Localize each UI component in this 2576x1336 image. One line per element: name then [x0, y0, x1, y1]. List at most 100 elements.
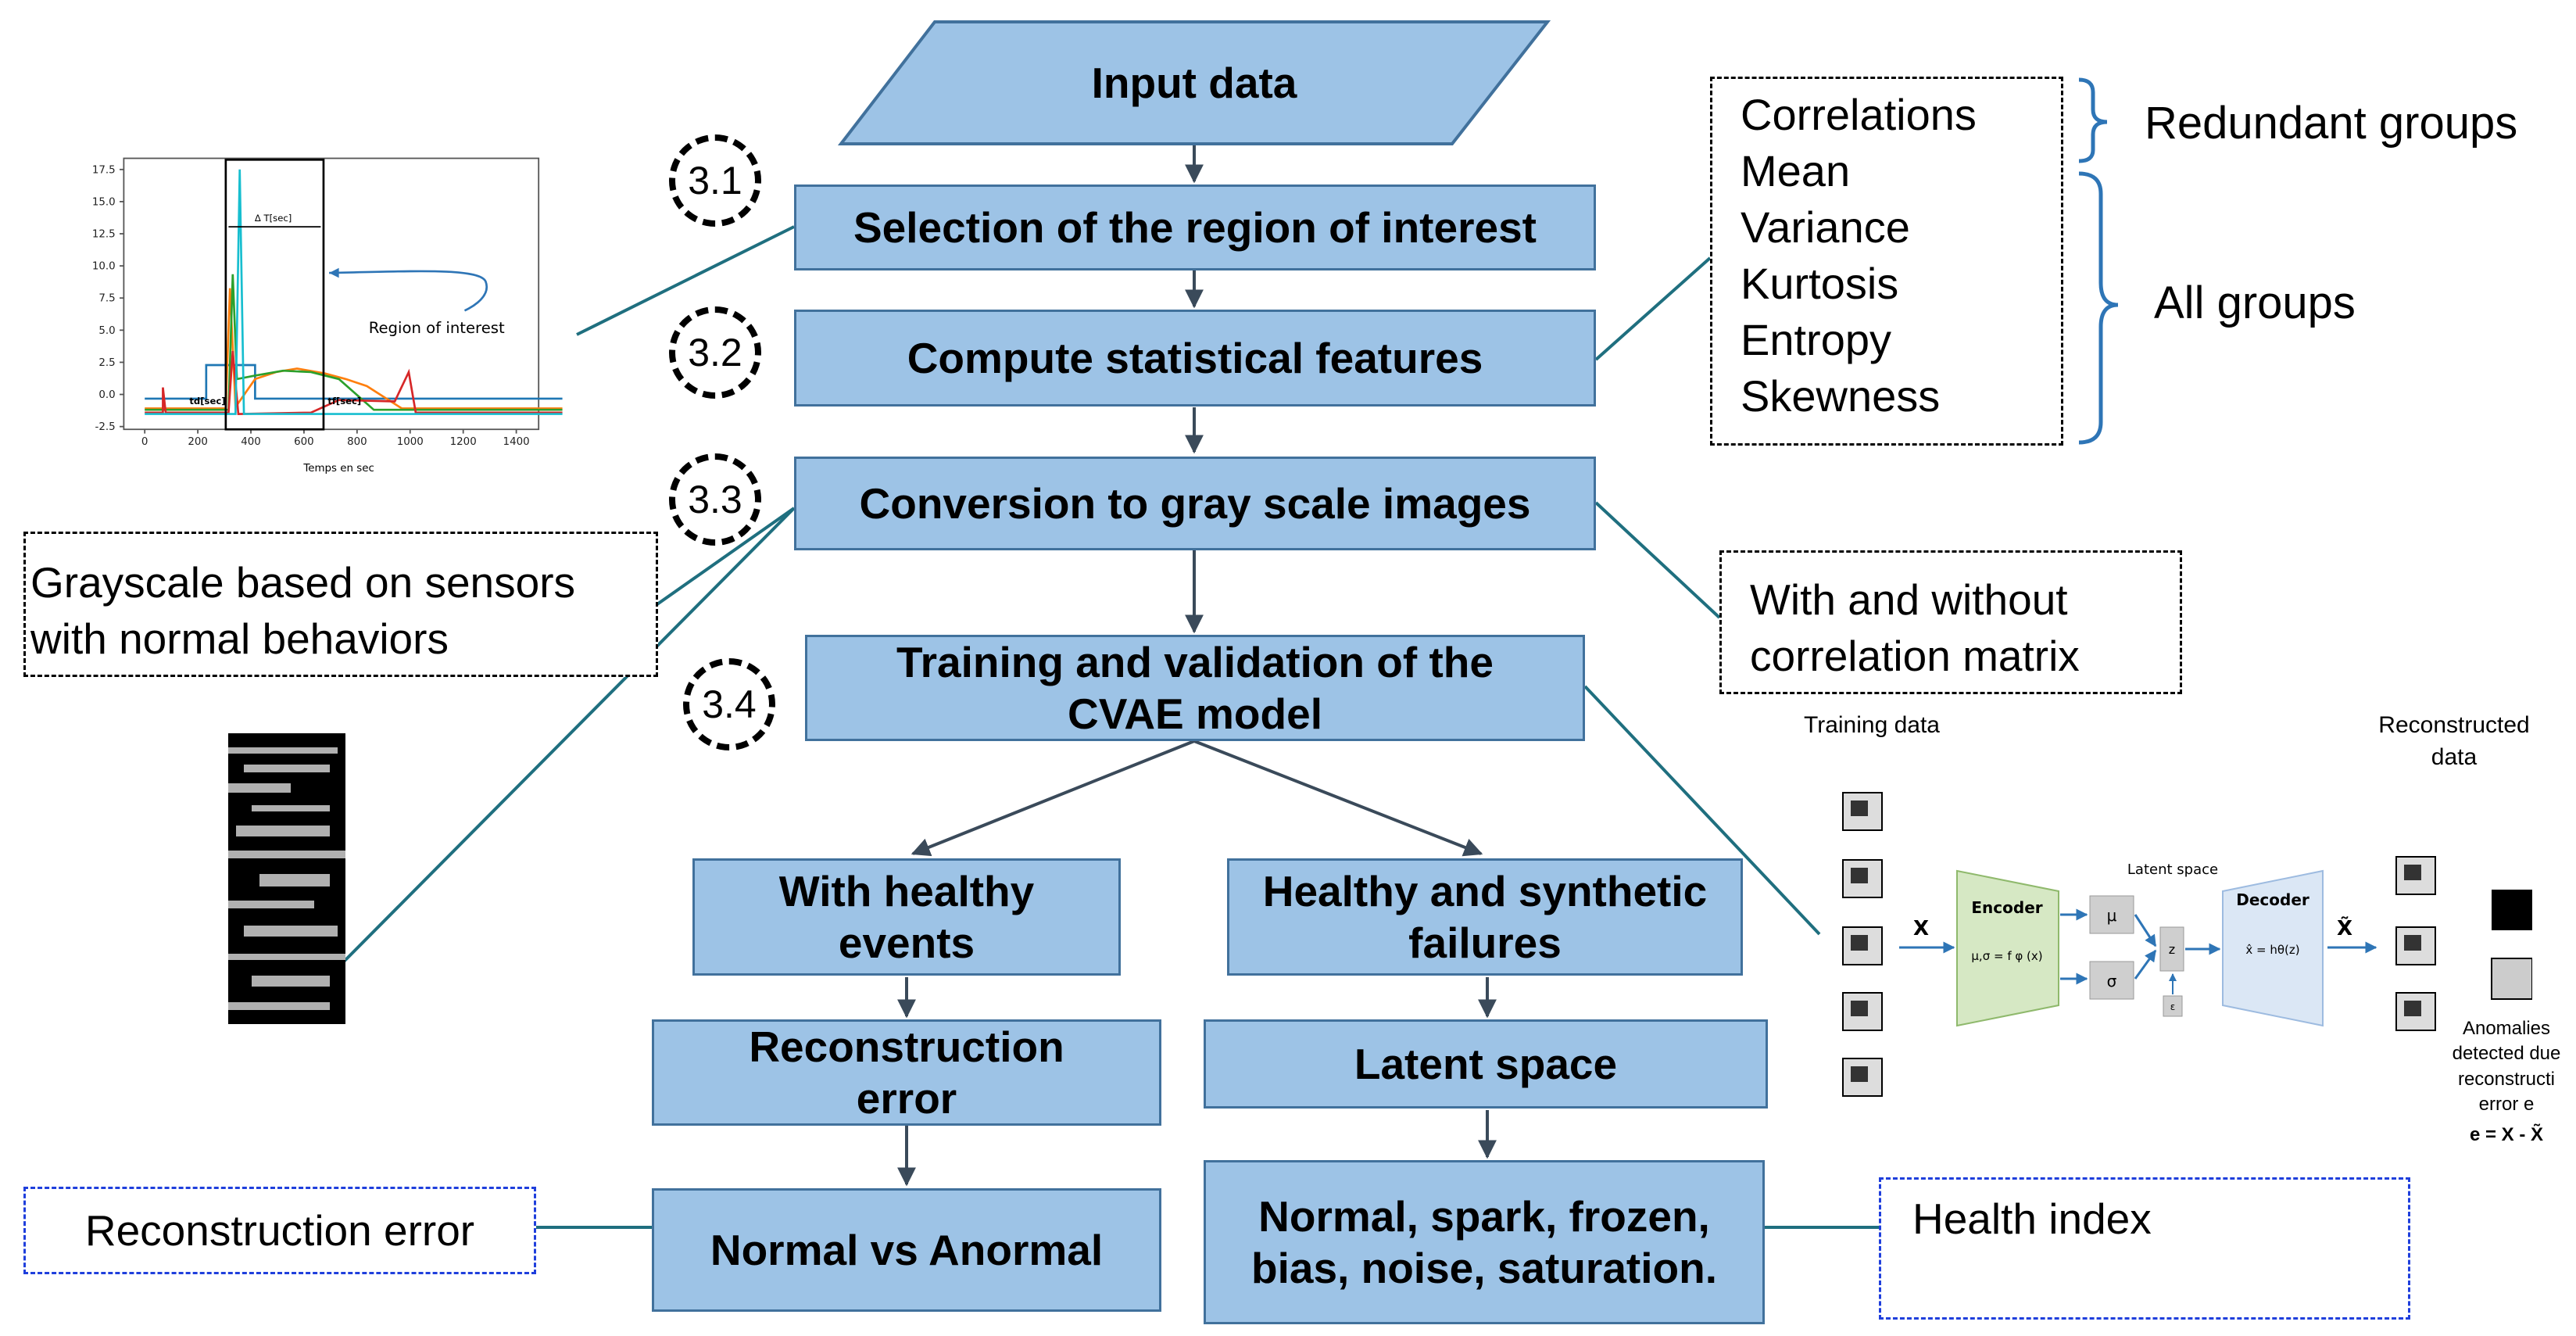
thumb-pattern	[1851, 1001, 1868, 1016]
step-3-4: 3.4	[683, 658, 775, 750]
y-tick-label: 10.0	[92, 261, 116, 273]
encoder-label: Encoder	[1971, 898, 2042, 917]
gray-band	[244, 926, 338, 937]
reconstructed-thumbnails	[2395, 856, 2436, 1031]
cvae-anomalies-label: Anomalies detected due reconstructi erro…	[2452, 1018, 2561, 1116]
connector-train-cvae	[1583, 685, 1821, 936]
encoder-equation: μ,σ = f φ (x)	[1971, 949, 2042, 963]
gray-band	[236, 826, 330, 836]
signal-plot-xlabel: Temps en sec	[302, 463, 374, 475]
arrow-sigma-z	[2134, 949, 2157, 980]
tf-label: tf[sec]	[327, 396, 361, 407]
arrow-mu-z	[2134, 914, 2157, 947]
box-latent-space: Latent space	[1204, 1019, 1768, 1109]
box-gray-scale: Conversion to gray scale images	[794, 457, 1596, 550]
y-tick-label: 2.5	[98, 357, 115, 369]
brace-all	[2078, 171, 2119, 445]
input-data-label: Input data	[1091, 59, 1297, 107]
epsilon-label: ε	[2170, 1001, 2176, 1012]
x-tick-label: 800	[347, 436, 367, 448]
roi-annotation-arrowhead	[329, 267, 339, 278]
gray-band	[228, 901, 314, 908]
recon-thumb-2	[2395, 926, 2436, 965]
signal-red	[145, 351, 563, 415]
epsilon-block	[2163, 995, 2183, 1017]
box-healthy-events: With healthy events	[692, 858, 1121, 976]
gray-band	[244, 765, 330, 772]
recon-thumb-1	[2395, 856, 2436, 895]
note-correlation: With and without correlation matrix	[1719, 550, 2182, 694]
cvae-diagram: X Encoder μ,σ = f φ (x) μ σ Latent space…	[1842, 792, 2532, 1097]
feature-variance: Variance	[1741, 202, 1910, 252]
training-thumb-1	[1842, 792, 1883, 831]
label-all-groups: All groups	[2154, 278, 2356, 328]
step-3-3: 3.3	[669, 453, 761, 546]
connector-stats-features	[1594, 256, 1712, 361]
connector-gray-image	[342, 507, 796, 963]
x-tick-label: 600	[294, 436, 314, 448]
z-block	[2159, 926, 2184, 972]
feature-skewness: Skewness	[1741, 371, 1941, 421]
connector-plot-roi	[576, 225, 795, 336]
feature-mean: Mean	[1741, 146, 1851, 195]
delta-label: Δ T[sec]	[255, 213, 292, 224]
signal-green	[145, 274, 563, 411]
gray-band	[228, 783, 291, 793]
sigma-label: σ	[2107, 972, 2117, 990]
output-x-label: X̃	[2337, 915, 2352, 940]
box-region-selection: Selection of the region of interest	[794, 184, 1596, 270]
step-3-1: 3.1	[669, 134, 761, 227]
step-3-2: 3.2	[669, 306, 761, 399]
note-reconstruction-error: Reconstruction error	[23, 1187, 536, 1274]
signal-plot: 17.5 15.0 12.5 10.0 7.5 5.0 2.5 0.0 -2.5 0 200 400…	[45, 149, 563, 475]
brace-redundant	[2078, 77, 2108, 163]
sigma-block	[2089, 961, 2134, 1000]
anomaly-thumb-light	[2491, 958, 2532, 1000]
box-reconstruction-error: Reconstruction error	[652, 1019, 1161, 1126]
y-tick-label: 5.0	[98, 325, 115, 337]
input-x-label: X	[1913, 917, 1929, 940]
roi-annotation-curve	[329, 270, 488, 312]
y-tick-label: 7.5	[98, 293, 115, 305]
gray-band	[228, 1002, 330, 1010]
cvae-reconstructed-label: Reconstructed data	[2378, 712, 2530, 770]
cvae-training-label: Training data	[1804, 712, 1940, 738]
signal-plot-background	[45, 149, 549, 442]
roi-annotation-label: Region of interest	[369, 319, 505, 337]
y-tick-label: 15.0	[92, 196, 116, 208]
x-tick-label: 1200	[450, 436, 477, 448]
gray-band	[228, 851, 345, 858]
x-tick-label: 200	[188, 436, 208, 448]
x-tick-label: 1400	[503, 436, 530, 448]
thumb-pattern	[2404, 1001, 2421, 1016]
training-thumbnails	[1842, 792, 1883, 1097]
gray-band	[252, 805, 330, 811]
training-thumb-2	[1842, 859, 1883, 898]
y-tick-label: -2.5	[95, 421, 116, 433]
y-tick-label: 17.5	[92, 164, 116, 176]
gray-band	[228, 954, 345, 960]
feature-kurtosis: Kurtosis	[1741, 259, 1899, 308]
gray-band	[259, 874, 330, 886]
box-cvae-training: Training and validation of the CVAE mode…	[805, 635, 1585, 741]
connector-gray-note	[653, 507, 796, 607]
note-grayscale: Grayscale based on sensors with normal b…	[23, 532, 658, 677]
y-tick-label: 0.0	[98, 389, 115, 401]
gray-band	[228, 747, 338, 754]
x-tick-label: 1000	[397, 436, 424, 448]
y-tick-label: 12.5	[92, 228, 116, 240]
anomaly-thumb-dark	[2492, 890, 2532, 930]
thumb-pattern	[1851, 868, 1868, 883]
x-tick-label: 400	[241, 436, 261, 448]
label-redundant-groups: Redundant groups	[2145, 98, 2518, 149]
cvae-error-formula: e = X - X̃	[2469, 1124, 2544, 1145]
connector-gray-correlation	[1594, 501, 1721, 619]
x-tick-label: 0	[141, 436, 148, 448]
latent-space-label: Latent space	[2127, 861, 2218, 878]
note-health-index: Health index	[1879, 1177, 2410, 1320]
thumb-pattern	[1851, 935, 1868, 951]
td-label: td[sec]	[189, 396, 225, 407]
encoder-block	[1956, 869, 2059, 1027]
